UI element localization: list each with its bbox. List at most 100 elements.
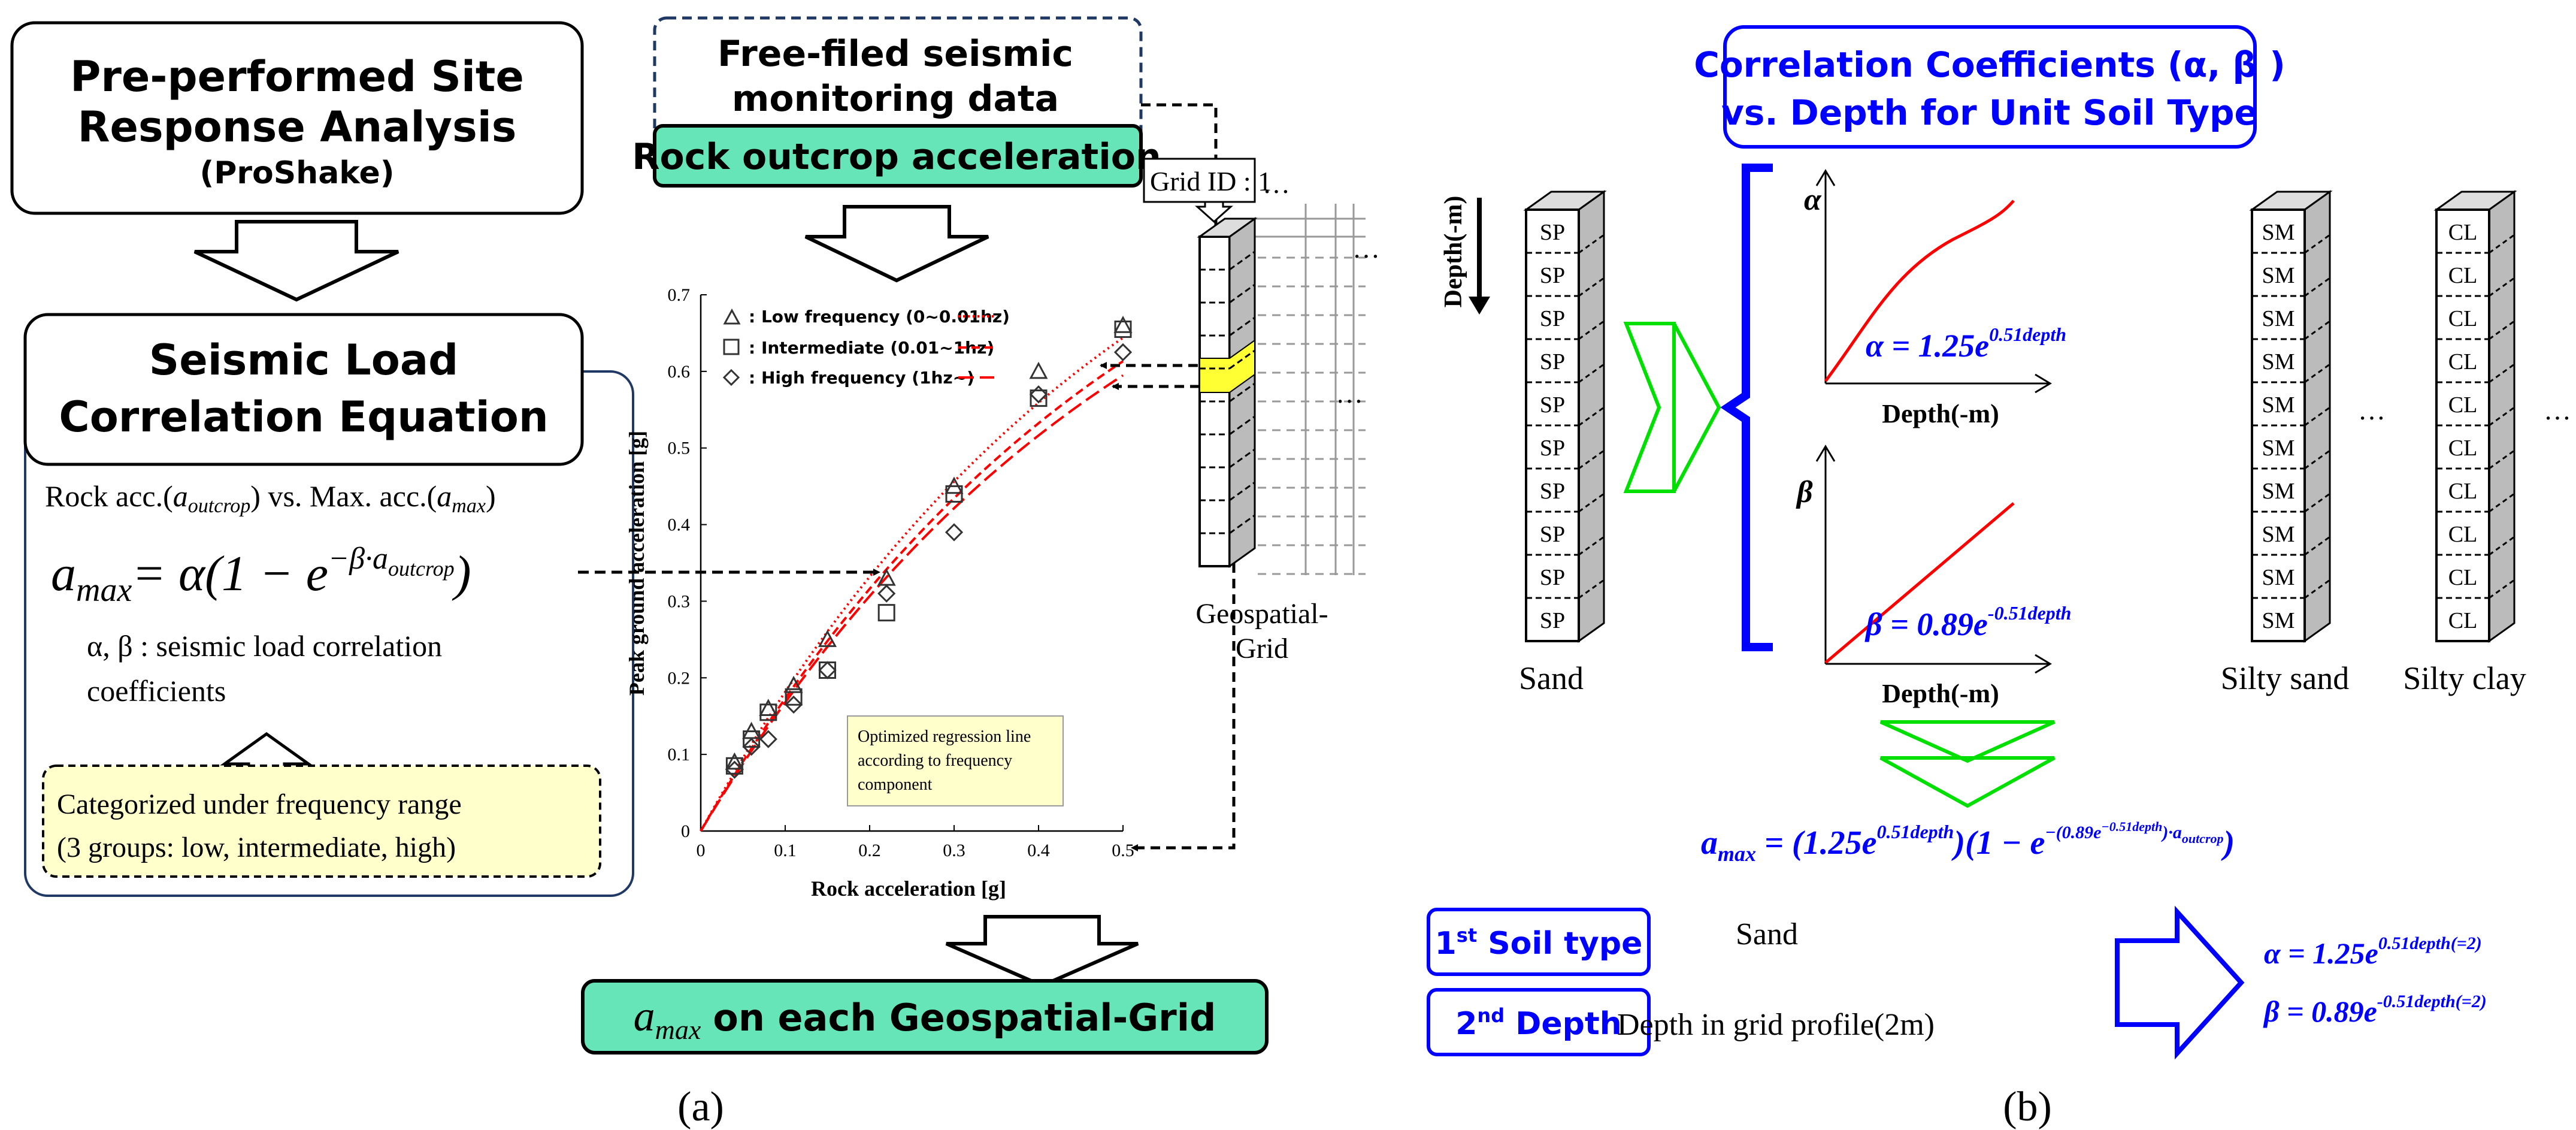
soil-cell-label: SM [2262,392,2295,418]
chart-y-label: Peak ground acceleration [g] [625,431,649,696]
coefficients-title-box [1723,25,2257,149]
rock-vs-max-text: Rock acc.(aoutcrop) vs. Max. acc.(amax) [45,479,496,517]
beta-depth-plot: β Depth(-m) β = 0.89e-0.51depth [1796,445,2071,708]
grid-to-xaxis-arrow [1131,563,1236,851]
panel-b: Correlation Coefficients (α, β ) vs. Dep… [1427,25,2571,1130]
chart-x-tick-label: 0.3 [943,841,965,860]
soil-cell-label: CL [2448,392,2478,418]
regression-annotation-box [847,715,1064,806]
panel-a-label: (a) [677,1084,724,1130]
chart-point-triangle [818,630,837,647]
chart-y-tick-label: 0.5 [668,439,691,458]
soil-cell-label: SP [1540,565,1565,590]
annotation-line2: according to frequency [858,751,1012,770]
soil-cell-label: CL [2448,608,2478,633]
legend-intermediate-label: : Intermediate (0.01~1hz) [749,338,994,358]
blue-right-arrow-icon [2115,905,2245,1060]
panel-a: Pre-performed Site Response Analysis (Pr… [10,16,1380,1130]
chart-point-diamond [759,730,777,748]
depth-arrowhead-icon [1469,297,1490,315]
chart-point-diamond [742,738,761,756]
alpha-equation: α = 1.25e0.51depth [1866,324,2066,364]
soil-cell-label: CL [2448,263,2478,288]
chart-point-diamond [725,760,744,779]
chart-point-square [785,688,803,706]
soil-cell-label: SP [1540,392,1565,418]
chart-point-square [877,604,895,622]
hollow-down-arrow-icon-3 [945,915,1139,988]
annotation-line1: Optimized regression line [858,727,1031,746]
legend-low-label: : Low frequency (0~0.01hz) [749,307,1010,327]
chart-point-triangle [759,699,778,716]
correlation-equation-title-box [23,313,584,466]
chart-x-tick-label: 0.2 [858,841,881,860]
soil-type-value: Sand [1736,917,1798,951]
coefficient-note-line2: coefficients [87,674,226,708]
silty-sand-label: Silty sand [2221,660,2350,696]
result-beta: β = 0.89e-0.51depth(=2) [2263,992,2487,1028]
beta-curve [1824,502,2015,664]
coefficients-title-line1: Correlation Coefficients (α, β ) [1694,44,2285,85]
soil-cell-label: SM [2262,522,2295,547]
categorized-line2: (3 groups: low, intermediate, high) [57,832,456,863]
chart-point-square [945,485,963,503]
soil-cell-label: SP [1540,436,1565,461]
fit-curve-short-dash [700,360,1124,832]
depth-value: Depth in grid profile(2m) [1617,1008,1935,1042]
hollow-down-arrow-icon-2 [804,205,989,283]
chart-x-tick-label: 0 [697,841,706,860]
alpha-curve [1824,200,2015,382]
correlation-title-line1: Seismic Load [149,336,458,385]
legend-square-icon [723,339,740,355]
coefficients-title-line2: vs. Depth for Unit Soil Type [1721,92,2258,133]
chart-legend: : Low frequency (0~0.01hz) : Intermediat… [722,307,1010,388]
chart-point-square [725,757,743,775]
chart-point-triangle [1113,315,1133,333]
grid-dots-2: … [1352,233,1380,264]
depth-step-box [1427,988,1651,1056]
grid-dots-1: … [1263,168,1290,199]
soil-cell-label: SP [1540,349,1565,374]
soil-cell-label: SM [2262,565,2295,590]
soil-cell-label: CL [2448,349,2478,374]
chart-fit-curves [700,337,1124,832]
grid-pointer-arrow-icon [1195,201,1233,223]
chart-y-tick-label: 0.2 [668,668,691,688]
alpha-depth-plot: α Depth(-m) α = 1.25e0.51depth [1804,169,2066,428]
chart-y-tick-label: 0.3 [668,591,691,611]
soil-cell-label: SP [1540,479,1565,504]
chart-y-tick-label: 0.6 [668,362,691,382]
chart-point-diamond [1113,343,1133,362]
rock-outcrop-label: Rock outcrop acceleration [632,136,1161,178]
soil-cell-label: SM [2262,608,2295,633]
soil-cell-label: SM [2262,220,2295,245]
chart-points [725,315,1133,779]
geospatial-grid-caption-2: Grid [1236,633,1288,664]
soil-cell-label: CL [2448,436,2478,461]
chart-x-tick-label: 0.5 [1112,841,1134,860]
highlighted-grid-cell [1199,339,1255,393]
beta-axis-label: β [1796,475,1813,509]
chart-x-tick-label: 0.1 [774,841,797,860]
soil-type-step-box [1427,908,1651,976]
grid-id-label: Grid ID : 1 [1150,166,1272,197]
chart-y-tick-label: 0 [681,821,690,841]
soil-cell-label: SM [2262,479,2295,504]
correlation-title-line2: Correlation Equation [59,392,548,442]
fit-curve-dotted [700,337,1124,832]
chart-point-triangle [1029,361,1048,379]
chart-point-square [743,730,761,748]
green-right-arrow-icon [1623,322,1721,493]
soil-cell-label: CL [2448,220,2478,245]
soil-cell-label: CL [2448,522,2478,547]
geospatial-grid [1197,204,1366,575]
legend-triangle-icon [723,308,741,325]
chart-point-square [1114,321,1132,339]
chart-x-label: Rock acceleration [g] [811,877,1006,901]
soil-cell-label: CL [2448,565,2478,590]
amax-equation: amax= α(1 − e−β·aoutcrop) [51,542,471,609]
